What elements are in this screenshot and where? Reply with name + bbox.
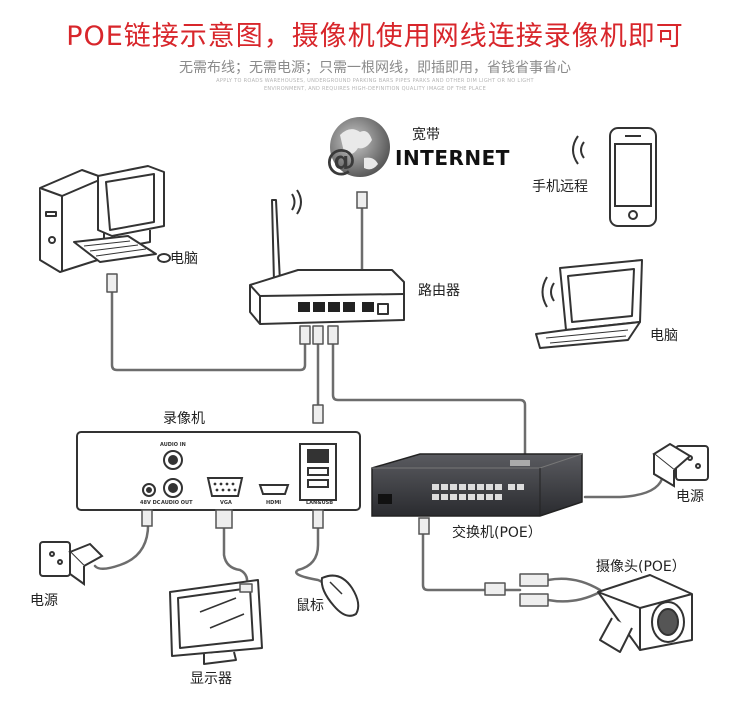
- cable-desktop-router: [110, 288, 307, 372]
- cable-nvr-power: [93, 518, 150, 570]
- label-router: 路由器: [418, 283, 460, 299]
- nvr-recorder-icon: [76, 431, 361, 529]
- poe-switch-icon: [371, 453, 583, 535]
- router-icon: [249, 189, 405, 424]
- mouse-icon: [320, 574, 360, 617]
- diagram-subtitle: 无需布线；无需电源；只需一根网线，即插即用，省钱省事省心: [179, 60, 571, 76]
- cable-camera-split: [546, 577, 602, 592]
- port-label-vga: VGA: [220, 500, 232, 506]
- label-power-left: 电源: [30, 593, 58, 609]
- cable-switch-power: [583, 473, 665, 499]
- bullet-camera-icon: [484, 573, 693, 653]
- label-laptop: 电脑: [650, 328, 678, 344]
- label-power-right: 电源: [676, 489, 704, 505]
- label-mouse: 鼠标: [296, 598, 324, 614]
- power-adapter-right-icon: [652, 442, 709, 488]
- fine-print-line-1: APPLY TO ROADS WAREHOUSES, UNDERGROUND P…: [216, 78, 534, 84]
- cable-nvr-monitor: [222, 523, 249, 590]
- internet-globe-icon: @: [326, 117, 390, 295]
- port-label-dc: 48V DC: [140, 500, 161, 506]
- label-internet: INTERNET: [395, 146, 510, 170]
- label-desktop-pc: 电脑: [170, 251, 198, 267]
- desktop-pc-icon: [39, 165, 171, 293]
- laptop-icon: [535, 259, 643, 349]
- label-poe-camera: 摄像头(POE）: [596, 559, 686, 575]
- svg-text:@: @: [326, 143, 356, 178]
- label-nvr: 录像机: [163, 411, 205, 427]
- port-label-audio-out: AUDIO OUT: [161, 500, 193, 506]
- cable-router-switch: [331, 343, 527, 460]
- port-label-audio-in: AUDIO IN: [160, 442, 186, 448]
- label-poe-switch: 交换机(POE）: [452, 525, 542, 541]
- port-label-lan-usb: LAN&USB: [306, 500, 334, 506]
- smartphone-icon: [572, 127, 657, 227]
- power-adapter-left-icon: [39, 541, 104, 586]
- cable-switch-camera: [421, 518, 487, 592]
- label-monitor: 显示器: [190, 671, 232, 687]
- label-broadband: 宽带: [412, 127, 440, 143]
- fine-print-line-2: ENVIRONMENT, AND REQUIRES HIGH-DEFINITIO…: [263, 86, 487, 92]
- display-monitor-icon: [169, 579, 263, 665]
- label-phone-remote: 手机远程: [532, 179, 588, 195]
- port-label-hdmi: HDMI: [266, 500, 282, 506]
- diagram-title: POE链接示意图，摄像机使用网线连接录像机即可: [66, 21, 684, 52]
